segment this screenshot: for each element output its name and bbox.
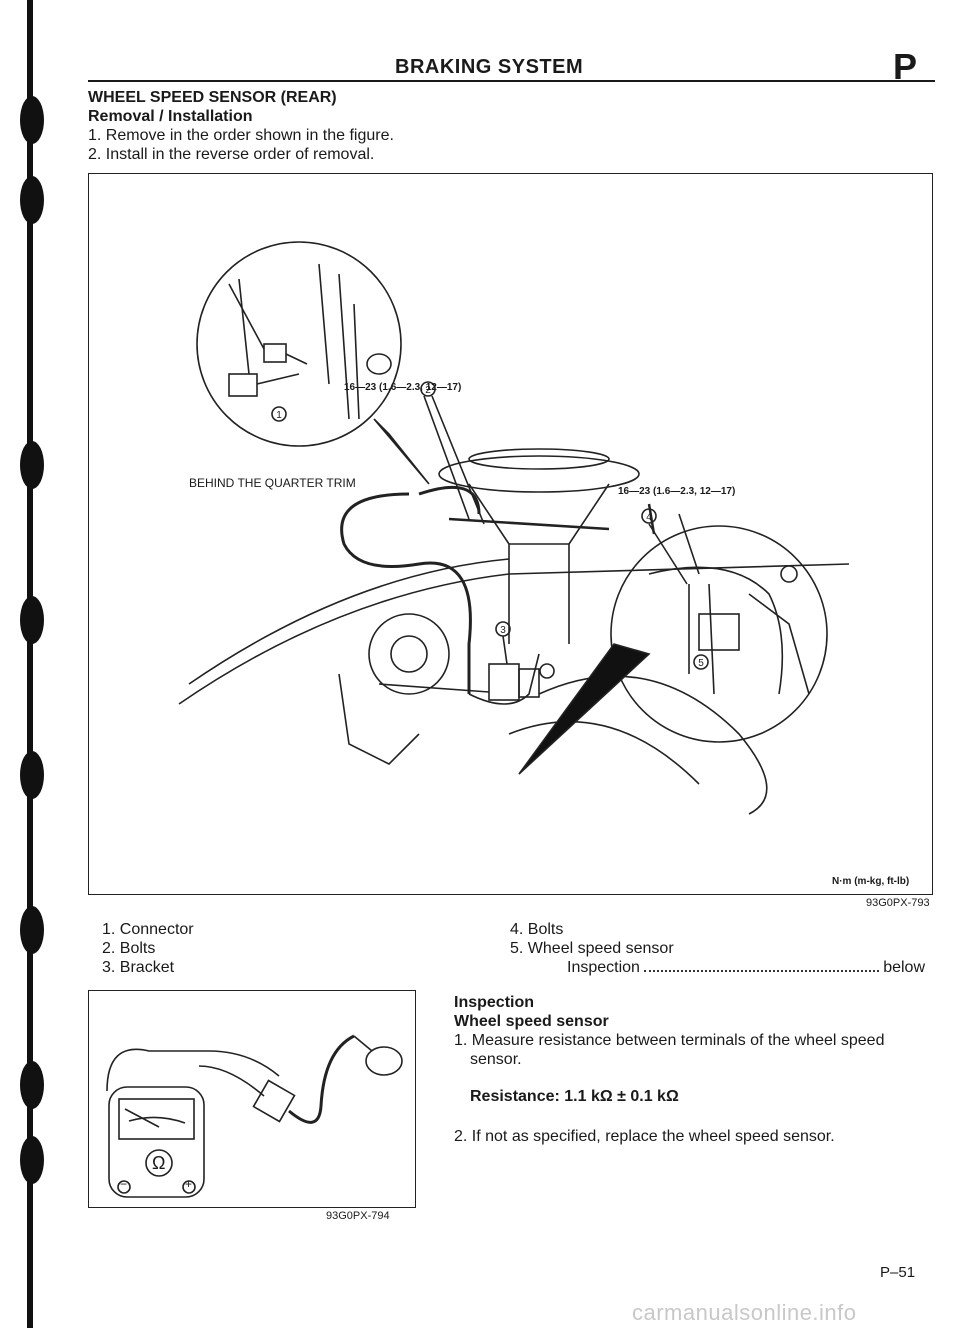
inspection-heading: Inspection	[454, 994, 535, 1011]
header-rule	[88, 80, 935, 82]
legend-item: 2. Bolts	[102, 940, 156, 957]
units-label: N·m (m-kg, ft-lb)	[832, 876, 910, 887]
binding-strip	[20, 0, 44, 1328]
marker-5	[693, 654, 709, 670]
inspection-subheading: Wheel speed sensor	[454, 1013, 609, 1030]
resistance-spec: Resistance: 1.1 kΩ ± 0.1 kΩ	[470, 1088, 679, 1105]
marker-1-label: 1	[276, 410, 282, 421]
figure-removal-diagram: 1 2 3 4 5 16—23 (1.6—2.3, 12—17) 16—23 (1.6—…	[88, 173, 933, 895]
figure1-code: 93G0PX-793	[866, 897, 930, 909]
inspection-step-1-cont: sensor.	[470, 1051, 522, 1068]
step-2: 2. Install in the reverse order of remov…	[88, 146, 375, 163]
marker-2-label: 2	[425, 385, 431, 396]
watermark: carmanualsonline.info	[632, 1300, 857, 1325]
marker-4-label: 4	[646, 512, 652, 523]
page-number: P–51	[880, 1264, 916, 1281]
figure2-code: 93G0PX-794	[326, 1210, 390, 1222]
legend-item: 3. Bracket	[102, 959, 175, 976]
legend-item: 5. Wheel speed sensor	[510, 940, 674, 957]
torque-spec-2: 16—23 (1.6—2.3, 12—17)	[344, 382, 462, 393]
section-subtitle: Removal / Installation	[88, 108, 253, 125]
legend-left: 1. Connector 2. Bolts 3. Bracket	[102, 920, 194, 977]
page-header-title: BRAKING SYSTEM	[395, 56, 584, 78]
section-title: WHEEL SPEED SENSOR (REAR)	[88, 89, 337, 106]
plus-terminal: +	[185, 1177, 193, 1191]
ohmmeter-drawing	[106, 1034, 403, 1198]
marker-2	[420, 381, 436, 397]
marker-4	[641, 508, 657, 524]
figure-ohmmeter: Ω − +	[88, 990, 416, 1208]
legend-item: 4. Bolts	[510, 921, 564, 938]
minus-terminal: −	[120, 1177, 128, 1191]
inspection-step-2: 2. If not as specified, replace the whee…	[454, 1128, 835, 1145]
leader-dots	[643, 958, 880, 972]
torque-spec-4: 16—23 (1.6—2.3, 12—17)	[618, 486, 736, 497]
marker-3-label: 3	[500, 625, 506, 636]
callout-behind-trim: BEHIND THE QUARTER TRIM	[189, 476, 356, 490]
inspection-ref-line: Inspection below	[567, 958, 925, 977]
inspection-ref-page: below	[883, 959, 925, 976]
inspection-ref-label: Inspection	[567, 959, 640, 976]
inspection-step-1: 1. Measure resistance between terminals …	[454, 1032, 885, 1049]
legend-item: 1. Connector	[102, 921, 194, 938]
suspension-drawing: 1 2 3 4 5	[178, 241, 850, 815]
legend-right: 4. Bolts 5. Wheel speed sensor Inspectio…	[510, 920, 925, 977]
step-1: 1. Remove in the order shown in the figu…	[88, 127, 394, 144]
ohm-symbol: Ω	[152, 1153, 166, 1173]
marker-5-label: 5	[698, 658, 704, 669]
marker-1	[271, 406, 287, 422]
